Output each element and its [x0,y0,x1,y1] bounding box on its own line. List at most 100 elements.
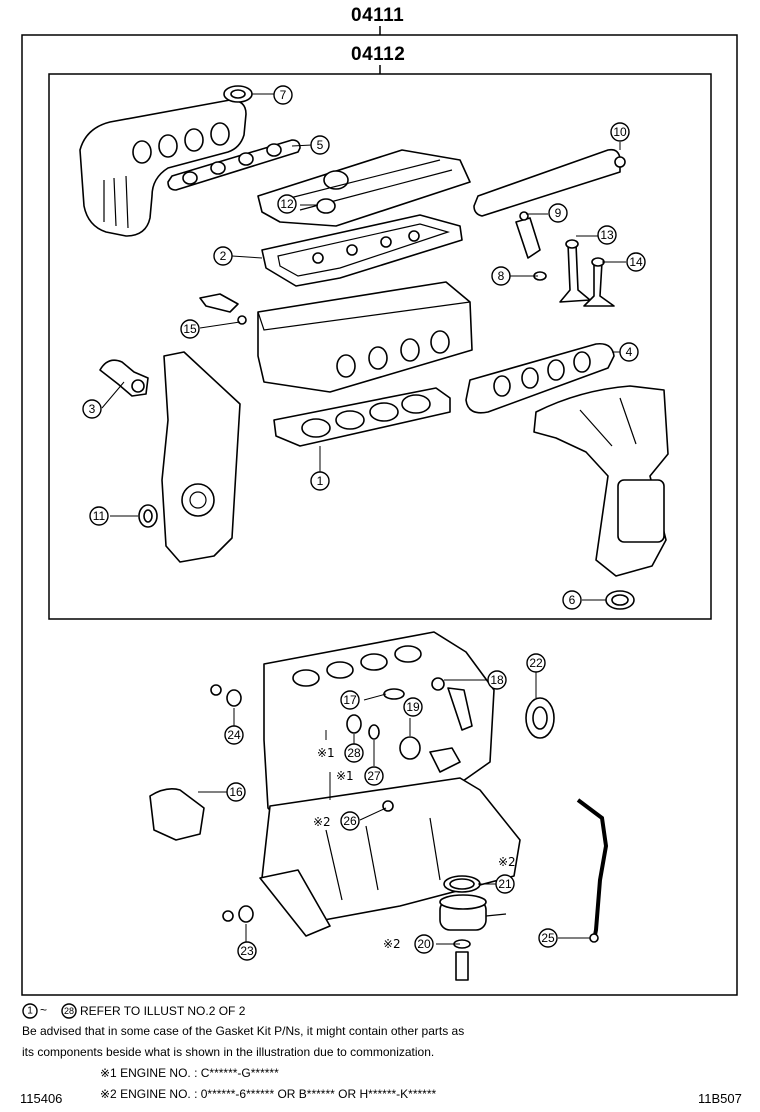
fuel-delivery-pipe [473,148,621,217]
fuel-injector [515,217,541,259]
intake-manifold-gasket [167,139,301,191]
cylinder-head [257,281,473,393]
svg-text:8: 8 [498,269,505,283]
gasket-18 [431,677,445,691]
outer-kit-code[interactable]: 04111 [351,5,405,26]
mark-1a: ※1 [317,746,335,760]
exhaust-manifold [533,385,669,577]
svg-text:16: 16 [229,785,243,799]
svg-text:14: 14 [629,255,643,269]
svg-text:5: 5 [317,138,324,152]
callout-24[interactable]: 24 [224,725,244,745]
callout-7[interactable]: 7 [273,85,293,105]
callout-3[interactable]: 3 [82,399,102,419]
head-cover-gasket [261,214,463,287]
water-pump-part [429,747,461,773]
oil-seal-retainer [149,788,205,841]
callout-2[interactable]: 2 [213,246,233,266]
svg-text:26: 26 [343,814,357,828]
svg-text:3: 3 [89,402,96,416]
callout-17[interactable]: 17 [340,690,360,710]
exhaust-manifold-gasket [465,342,615,414]
callout-13[interactable]: 13 [597,225,617,245]
svg-text:17: 17 [343,693,357,707]
o-ring-17 [383,688,405,700]
note-range-end: 28 [61,1003,77,1019]
svg-text:2: 2 [220,249,227,263]
callout-10[interactable]: 10 [610,122,630,142]
timing-chain-cover [161,351,241,563]
o-ring-28 [346,714,362,734]
note-advice-line2: its components beside what is shown in t… [22,1045,435,1059]
svg-text:20: 20 [417,937,431,951]
mark-2b: ※2 [498,855,516,869]
callout-5[interactable]: 5 [310,135,330,155]
oil-seal-19 [399,736,421,760]
svg-text:22: 22 [529,656,543,670]
leader-lines [101,93,626,945]
svg-text:18: 18 [490,673,504,687]
callout-9[interactable]: 9 [548,203,568,223]
callout-8[interactable]: 8 [491,266,511,286]
svg-text:27: 27 [367,769,381,783]
cylinder-head-gasket [273,387,451,447]
inner-kit-code[interactable]: 04112 [351,44,406,65]
svg-text:7: 7 [280,88,287,102]
oil-hose [447,687,473,731]
callout-25[interactable]: 25 [538,928,558,948]
plug-23 [238,905,254,923]
mark-1b: ※1 [336,769,354,783]
callout-4[interactable]: 4 [619,342,639,362]
svg-text:4: 4 [626,345,633,359]
note-advice-line1: Be advised that in some case of the Gask… [22,1024,465,1038]
callout-21[interactable]: 21 [495,874,515,894]
o-ring-27 [368,724,380,740]
svg-text:1: 1 [317,474,324,488]
svg-text:15: 15 [183,322,197,336]
svg-text:10: 10 [613,125,627,139]
callout-23[interactable]: 23 [237,941,257,961]
oil-filler-cap-gasket [316,198,336,214]
callout-27[interactable]: 27 [364,766,384,786]
callout-28[interactable]: 28 [344,743,364,763]
svg-text:6: 6 [569,593,576,607]
callout-16[interactable]: 16 [226,782,246,802]
callout-14[interactable]: 14 [626,252,646,272]
callout-18[interactable]: 18 [487,670,507,690]
callout-1[interactable]: 1 [310,471,330,491]
note-engine-2: ※2 ENGINE NO. : 0******-6****** OR B****… [100,1087,437,1101]
svg-text:11: 11 [93,509,106,523]
callout-19[interactable]: 19 [403,697,423,717]
engine-note-markers: ※1 ※1 ※2 ※2 ※2 [313,746,516,951]
callout-11[interactable]: 11 [89,506,109,526]
callout-15[interactable]: 15 [180,319,200,339]
svg-text:19: 19 [406,700,420,714]
union-bolt [455,951,469,981]
note-range-start: 1 [22,1003,38,1019]
note-range-sep: ~ [40,1003,48,1017]
svg-text:23: 23 [240,944,254,958]
footer-left-code: 115406 [20,1091,63,1106]
note-refer: REFER TO ILLUST NO.2 OF 2 [80,1004,246,1018]
mark-2a: ※2 [313,815,331,829]
callout-6[interactable]: 6 [562,590,582,610]
callout-26[interactable]: 26 [340,811,360,831]
callout-20[interactable]: 20 [414,934,434,954]
svg-text:28: 28 [347,746,361,760]
o-ring-25 [589,933,599,943]
callout-22[interactable]: 22 [526,653,546,673]
oil-level-gauge-guide [576,798,609,941]
svg-text:25: 25 [541,931,555,945]
svg-text:1: 1 [27,1006,33,1017]
svg-text:21: 21 [498,877,512,891]
svg-text:28: 28 [64,1006,74,1016]
plug-24 [226,689,242,707]
svg-text:24: 24 [227,728,241,742]
gasket-26 [382,800,394,812]
callout-12[interactable]: 12 [277,194,297,214]
svg-text:13: 13 [600,228,614,242]
cylinder-head-cover [257,149,471,227]
intake-manifold [79,99,247,237]
oil-pan-lower [259,869,331,937]
